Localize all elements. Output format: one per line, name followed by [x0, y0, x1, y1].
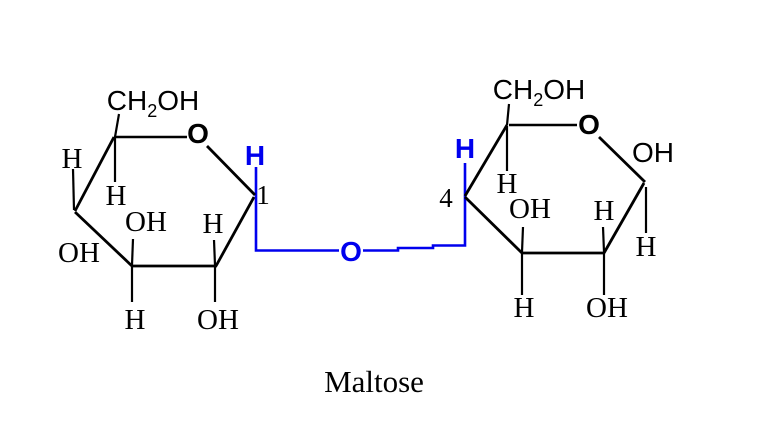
left-c5-h-label: H [105, 180, 127, 212]
right-c2-oh-bottom-label: OH [586, 292, 628, 324]
right-c1-oh-label: OH [632, 137, 674, 168]
right-c3-oh-label: OH [509, 193, 551, 225]
right-ch2oh-subscript: 2 [533, 90, 544, 110]
glycosidic-bond-path [254, 163, 467, 252]
glycosidic-oxygen-label: O [340, 236, 362, 267]
left-c2-h-label: H [202, 208, 224, 240]
right-c2-h-label: H [593, 195, 615, 227]
right-c4-h-blue-label: H [454, 133, 476, 164]
left-ring-oxygen-label: O [187, 118, 209, 149]
left-ch2oh-main: CH [106, 85, 148, 116]
right-c5-h-label: H [496, 168, 518, 200]
diagram-title: Maltose [324, 364, 424, 399]
left-c4-oh-label: OH [58, 237, 100, 269]
left-ch2oh-oh: OH [157, 85, 200, 116]
left-ch2oh-label: CH2OH [106, 85, 200, 121]
right-ring-bonds [463, 103, 648, 295]
left-c3-h-bottom-label: H [124, 304, 146, 336]
right-c4-number-label: 4 [439, 183, 453, 213]
left-c3-oh-label: OH [125, 206, 167, 238]
right-ch2oh-main: CH [492, 74, 534, 105]
left-ch2oh-subscript: 2 [147, 101, 158, 121]
left-c2-oh-bottom-label: OH [197, 304, 239, 336]
right-c1-h-label: H [635, 231, 657, 263]
right-ch2oh-label: CH2OH [492, 74, 586, 110]
left-ring-bonds [71, 113, 257, 302]
right-c3-h-bottom-label: H [513, 292, 535, 324]
right-ch2oh-oh: OH [543, 74, 586, 105]
left-c4-h-label: H [61, 143, 83, 175]
right-ring-oxygen-label: O [578, 109, 600, 140]
left-c1-h-blue-label: H [244, 140, 266, 171]
left-c1-number-label: 1 [256, 180, 270, 210]
